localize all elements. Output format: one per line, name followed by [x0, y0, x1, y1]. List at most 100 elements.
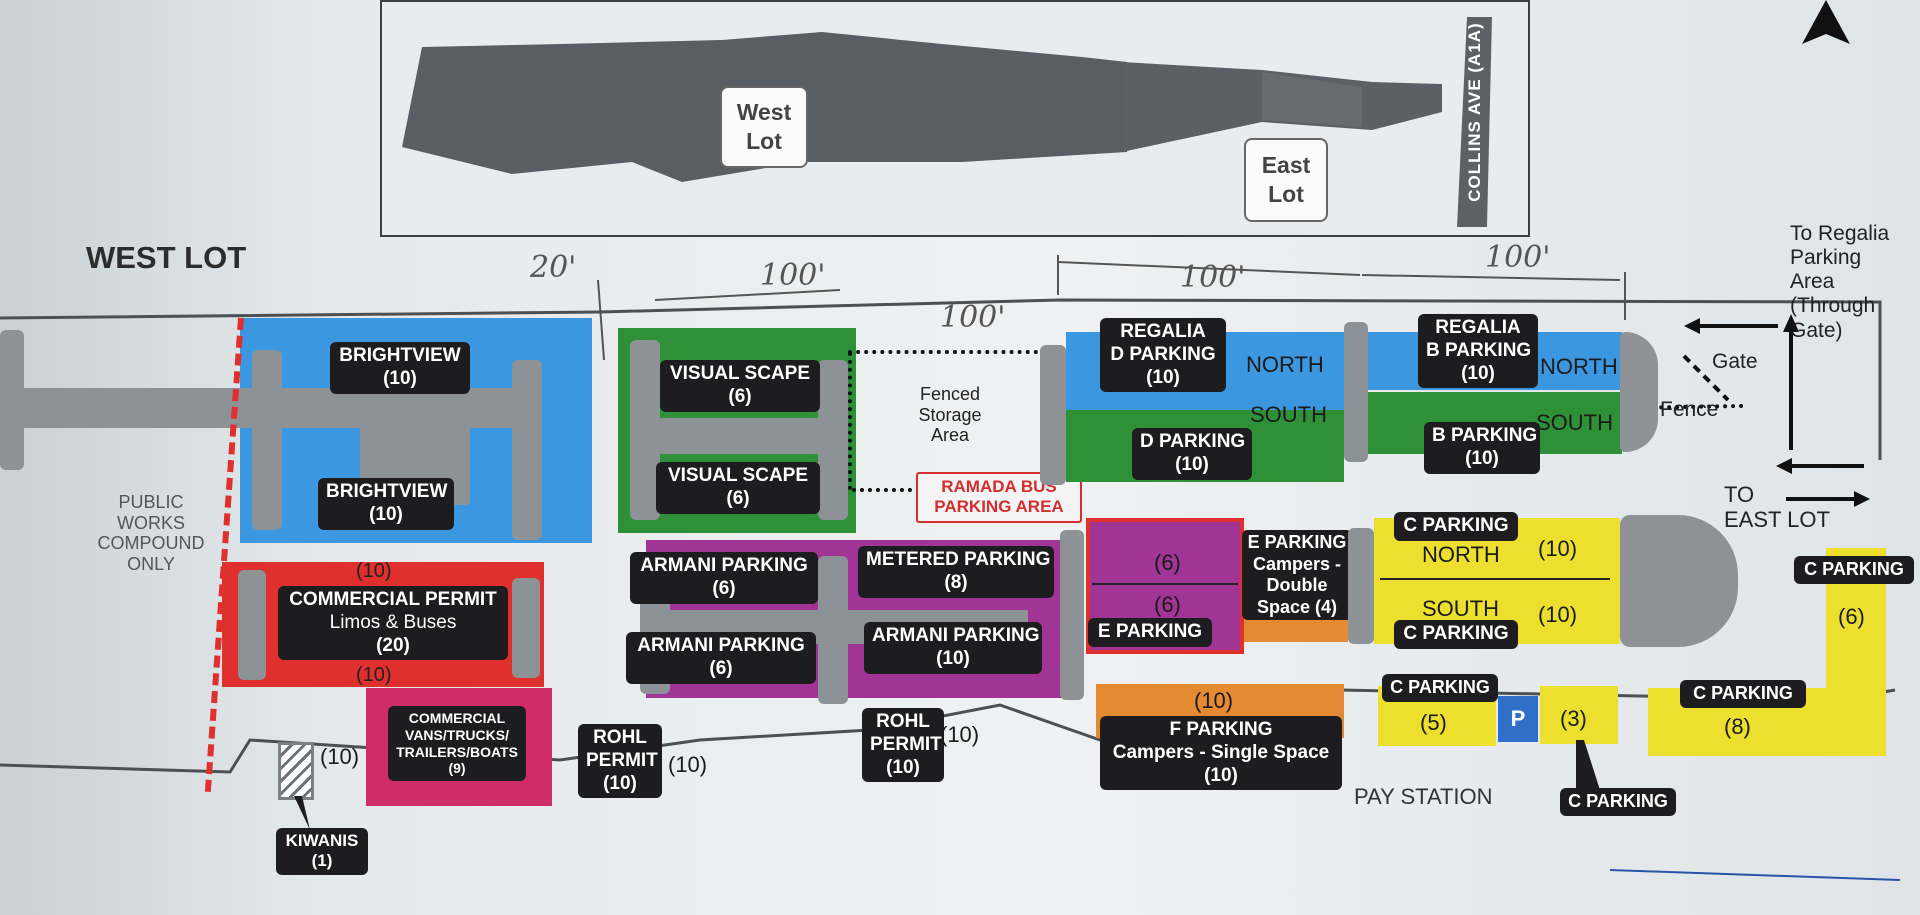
fence-label: Fence — [1660, 398, 1719, 421]
rohl-right-label[interactable]: ROHL PERMIT (10) — [862, 708, 944, 783]
road-armani-v3 — [1060, 530, 1084, 700]
rohl-left-line2: PERMIT — [586, 749, 658, 771]
armani-right-label[interactable]: ARMANI PARKING (10) — [864, 622, 1042, 674]
north-d-label: NORTH — [1246, 352, 1324, 377]
armani-top-count: (6) — [712, 577, 736, 599]
west-lot-title: WEST LOT — [86, 240, 247, 275]
d-parking-count: (10) — [1175, 453, 1209, 475]
c3-count: (3) — [1560, 706, 1587, 731]
brightview-bottom-name: BRIGHTVIEW — [326, 481, 448, 502]
d-parking-name: D PARKING — [1140, 431, 1246, 452]
visual-scape-top-name: VISUAL SCAPE — [669, 363, 811, 384]
metered-parking-label[interactable]: METERED PARKING (8) — [858, 546, 1054, 598]
rohl-left-count: (10) — [603, 772, 637, 794]
brightview-top-name: BRIGHTVIEW — [339, 345, 461, 366]
armani-right-count: (10) — [936, 647, 970, 669]
handwritten-100-b: 100' — [940, 300, 1006, 335]
c-south-label[interactable]: C PARKING — [1394, 620, 1518, 649]
regalia-area-label: To Regalia Parking Area (Through Gate) — [1790, 222, 1890, 342]
rohl-left-label[interactable]: ROHL PERMIT (10) — [578, 724, 662, 799]
commercial-permit-count: (20) — [376, 634, 410, 656]
kiwanis-name: KIWANIS — [285, 831, 359, 850]
road-brightview-v2 — [512, 360, 542, 540]
kiwanis-label[interactable]: KIWANIS (1) — [276, 828, 368, 875]
inset-west-lot-label: West Lot — [720, 86, 808, 168]
rohl-right-line1: ROHL — [876, 711, 930, 732]
inset-east-lot-text: East Lot — [1261, 152, 1311, 207]
pay-station-sign[interactable]: P — [1498, 696, 1538, 742]
c8-label[interactable]: C PARKING — [1680, 680, 1806, 708]
regalia-b-label[interactable]: REGALIA B PARKING (10) — [1418, 314, 1538, 389]
commercial-permit-bottom-count: (10) — [356, 664, 392, 686]
commercial-permit-label[interactable]: COMMERCIAL PERMIT Limos & Buses (20) — [278, 586, 508, 661]
road-left-stub — [0, 330, 24, 470]
brightview-top-label[interactable]: BRIGHTVIEW (10) — [330, 342, 470, 394]
kiwanis-side-count: (10) — [320, 744, 360, 769]
north-arrow-icon — [1802, 0, 1850, 44]
road-visual-v1 — [630, 340, 660, 520]
e-campers-line4: Space (4) — [1256, 596, 1338, 617]
regalia-d-line2: D PARKING — [1110, 343, 1216, 365]
visual-scape-bottom-count: (6) — [726, 487, 750, 509]
e-campers-line2: Campers - — [1252, 553, 1342, 574]
brightview-bottom-label[interactable]: BRIGHTVIEW (10) — [318, 478, 454, 530]
south-d-label: SOUTH — [1250, 402, 1327, 427]
f-parking-label[interactable]: F PARKING Campers - Single Space (10) — [1100, 716, 1342, 791]
brightview-top-count: (10) — [383, 367, 417, 389]
regalia-b-count: (10) — [1461, 362, 1495, 384]
c-right-name: C PARKING — [1804, 559, 1904, 579]
fence-dotted-top — [848, 350, 1038, 354]
c3-pointer-icon — [1576, 740, 1600, 790]
armani-bottom-label[interactable]: ARMANI PARKING (6) — [626, 632, 816, 684]
regalia-d-label[interactable]: REGALIA D PARKING (10) — [1100, 318, 1226, 393]
c5-label[interactable]: C PARKING — [1382, 674, 1498, 702]
f-parking-line2: Campers - Single Space — [1112, 741, 1330, 763]
road-commercial-v2 — [512, 578, 540, 678]
e-parking-top-count: (6) — [1154, 550, 1181, 575]
south-b-label: SOUTH — [1536, 410, 1613, 435]
c-right-label[interactable]: C PARKING — [1794, 556, 1914, 584]
commercial-vans-line1: COMMERCIAL — [408, 710, 506, 726]
c-north-count: (10) — [1538, 536, 1578, 561]
c5-count: (5) — [1420, 710, 1447, 735]
e-campers-label[interactable]: E PARKING Campers - Double Space (4) — [1242, 530, 1352, 621]
b-parking-name: B PARKING — [1432, 425, 1538, 446]
road-visual-v2 — [818, 360, 848, 520]
road-brightview-v1 — [252, 350, 282, 530]
metered-count: (8) — [944, 571, 968, 593]
visual-scape-bottom-label[interactable]: VISUAL SCAPE (6) — [656, 462, 820, 514]
e-parking-label[interactable]: E PARKING — [1088, 618, 1212, 647]
c-north-label[interactable]: C PARKING — [1394, 512, 1518, 541]
c3-label[interactable]: C PARKING — [1560, 788, 1676, 816]
armani-top-label[interactable]: ARMANI PARKING (6) — [630, 552, 818, 604]
handwritten-20: 20' — [530, 250, 577, 285]
regalia-d-line1: REGALIA — [1120, 321, 1206, 342]
rohl-left-line1: ROHL — [593, 727, 647, 748]
b-parking-label[interactable]: B PARKING (10) — [1424, 422, 1540, 474]
armani-bottom-count: (6) — [709, 657, 733, 679]
e-campers-line1: E PARKING — [1247, 532, 1347, 552]
e-parking-divider — [1092, 583, 1238, 585]
commercial-vans-line2: VANS/TRUCKS/ — [405, 726, 509, 743]
f-parking-top-count: (10) — [1194, 688, 1234, 713]
d-parking-label[interactable]: D PARKING (10) — [1132, 428, 1252, 480]
road-regalia-left — [1040, 345, 1066, 485]
c-north-name: C PARKING — [1403, 515, 1509, 536]
visual-scape-top-label[interactable]: VISUAL SCAPE (6) — [660, 360, 820, 412]
commercial-vans-label[interactable]: COMMERCIAL VANS/TRUCKS/ TRAILERS/BOATS (… — [388, 706, 526, 782]
c-parking-divider — [1380, 578, 1610, 580]
f-parking-line1: F PARKING — [1169, 719, 1273, 740]
kiwanis-count: (1) — [311, 851, 333, 871]
commercial-permit-top-count: (10) — [356, 560, 392, 582]
e-parking-name: E PARKING — [1097, 621, 1203, 642]
road-regalia-mid — [1344, 322, 1368, 462]
regalia-b-line1: REGALIA — [1435, 317, 1521, 338]
pay-station-label: PAY STATION — [1354, 784, 1493, 809]
inset-east-lot-label: East Lot — [1244, 138, 1328, 222]
road-visual-mid — [660, 418, 820, 454]
commercial-permit-line2: Limos & Buses — [329, 611, 457, 633]
c8-count: (8) — [1724, 714, 1751, 739]
b-parking-count: (10) — [1465, 447, 1499, 469]
rohl-right-line2: PERMIT — [870, 733, 942, 755]
east-arrow-icon — [1786, 491, 1870, 507]
